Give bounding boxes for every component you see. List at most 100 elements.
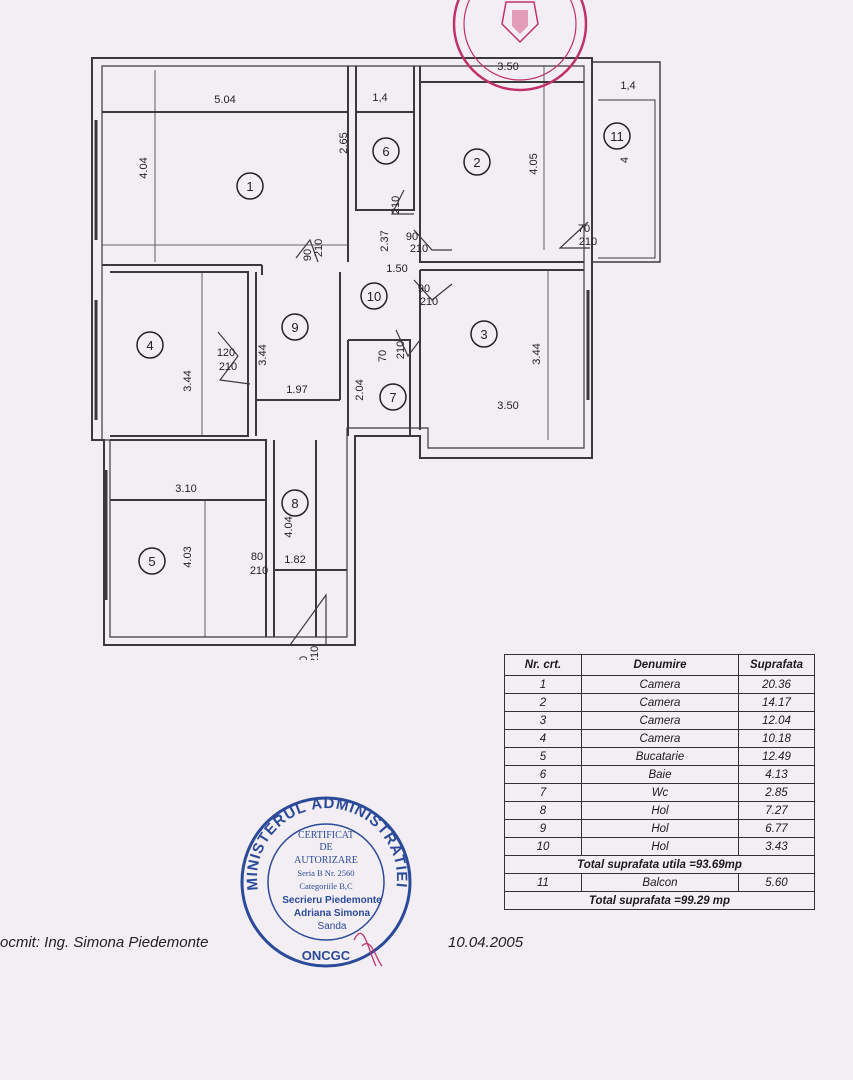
stamp-line: Categoriile B,C — [299, 881, 353, 891]
door-swing — [295, 238, 319, 263]
official-stamp: MINISTERUL ADMINISTRATIEI PUBLICE ONCGC … — [236, 790, 412, 968]
stamp-line: Sanda — [318, 921, 347, 932]
door-swing — [558, 221, 590, 249]
window — [94, 120, 590, 600]
dim-label: 3.50 — [497, 61, 518, 73]
room-label-7: 7 — [389, 390, 396, 405]
date-label: 10.04.2005 — [448, 934, 524, 951]
header-suprafata: Suprafata — [738, 654, 815, 676]
room1-wall — [102, 66, 349, 275]
door-width: 90 — [406, 231, 418, 243]
dim-label: 4.03 — [182, 546, 194, 567]
door-width: 90 — [302, 249, 314, 261]
door-height: 210 — [250, 565, 268, 577]
header-denumire: Denumire — [581, 654, 739, 676]
door-width: 70 — [377, 350, 389, 362]
room6-wall — [355, 66, 415, 211]
total-util: Total suprafata utila =93.69mp — [504, 855, 815, 874]
room-label-10: 10 — [367, 289, 381, 304]
dim-label: 1,4 — [620, 80, 635, 92]
balcony-inner — [598, 99, 656, 259]
room7-wall — [347, 339, 411, 436]
stamp-line: AUTORIZARE — [294, 855, 358, 866]
dim-label: 1,4 — [372, 92, 387, 104]
room3-wall — [419, 269, 584, 430]
door-width: 80 — [251, 551, 263, 563]
room1-band — [102, 70, 348, 262]
room-label-8: 8 — [291, 496, 298, 511]
dim-label: 3.44 — [531, 343, 543, 364]
dim-label: 3.44 — [257, 344, 269, 365]
dim-label: 1.82 — [284, 554, 305, 566]
dim-label: 3.10 — [175, 483, 196, 495]
dim-label: 2.37 — [379, 230, 391, 251]
total: Total suprafata =99.29 mp — [504, 891, 815, 910]
stamp-bottom-text: ONCGC — [302, 948, 351, 963]
floor-plan: 1 2 3 4 5 6 7 8 9 10 11 5.04 1,4 3.50 1,… — [91, 57, 661, 660]
stamp-line: CERTIFICAT — [298, 830, 354, 841]
stamp-line: Seria B Nr. 2560 — [297, 868, 354, 878]
door-height: 210 — [390, 196, 402, 214]
dim-label: 5.04 — [214, 94, 235, 106]
stamp-line: DE — [319, 842, 332, 853]
dim-label: 3.44 — [182, 370, 194, 391]
room-label-6: 6 — [382, 144, 389, 159]
dim-label: 3.50 — [497, 400, 518, 412]
room-label-4: 4 — [146, 338, 153, 353]
door-height: 210 — [410, 243, 428, 255]
dim-label: 2.04 — [354, 379, 366, 400]
dim-label: 4.04 — [283, 516, 295, 537]
dim-label: 1.50 — [386, 263, 407, 275]
door-width: 90 — [298, 656, 310, 660]
room-label-2: 2 — [473, 155, 480, 170]
dim-label: 1.97 — [286, 384, 307, 396]
door-swing — [217, 331, 251, 385]
room-label-3: 3 — [480, 327, 487, 342]
dim-label: 4.04 — [138, 157, 150, 178]
door-height: 210 — [579, 236, 597, 248]
room2-wall — [419, 66, 584, 263]
dim-label: 4.05 — [528, 153, 540, 174]
header-nr: Nr. crt. — [504, 654, 582, 676]
total-util-row: Total suprafata utila =93.69mp — [504, 855, 815, 874]
dim-label: 2.65 — [338, 132, 350, 153]
door-width: 70 — [578, 223, 590, 235]
door-height: 210 — [420, 296, 438, 308]
hall8-wall — [273, 440, 347, 637]
door-width: 120 — [217, 347, 235, 359]
door-swing — [413, 229, 452, 251]
room4-wall — [110, 271, 249, 437]
door-height: 210 — [313, 239, 325, 257]
room5-wall — [110, 439, 267, 637]
door-swing — [413, 279, 453, 301]
door-height: 210 — [219, 361, 237, 373]
room-label-9: 9 — [291, 320, 298, 335]
dim-label: 4 — [619, 157, 631, 163]
table-header: Nr. crt. Denumire Suprafata — [504, 654, 815, 676]
room-label-5: 5 — [148, 554, 155, 569]
stamp-line: Secrieru Piedemonte — [282, 895, 382, 906]
door-swing — [395, 329, 421, 358]
room-label-11: 11 — [610, 129, 624, 144]
hall9-wall — [255, 272, 341, 436]
stamp-line: Adriana Simona — [294, 908, 371, 919]
door-swing — [391, 189, 414, 215]
outer-wall — [91, 57, 593, 646]
balcony-outline — [592, 61, 661, 263]
door-width: 90 — [418, 283, 430, 295]
total-row: Total suprafata =99.29 mp — [504, 891, 815, 910]
red-stamp — [452, 0, 588, 92]
author-label: ocmit: Ing. Simona Piedemonte — [0, 934, 209, 951]
